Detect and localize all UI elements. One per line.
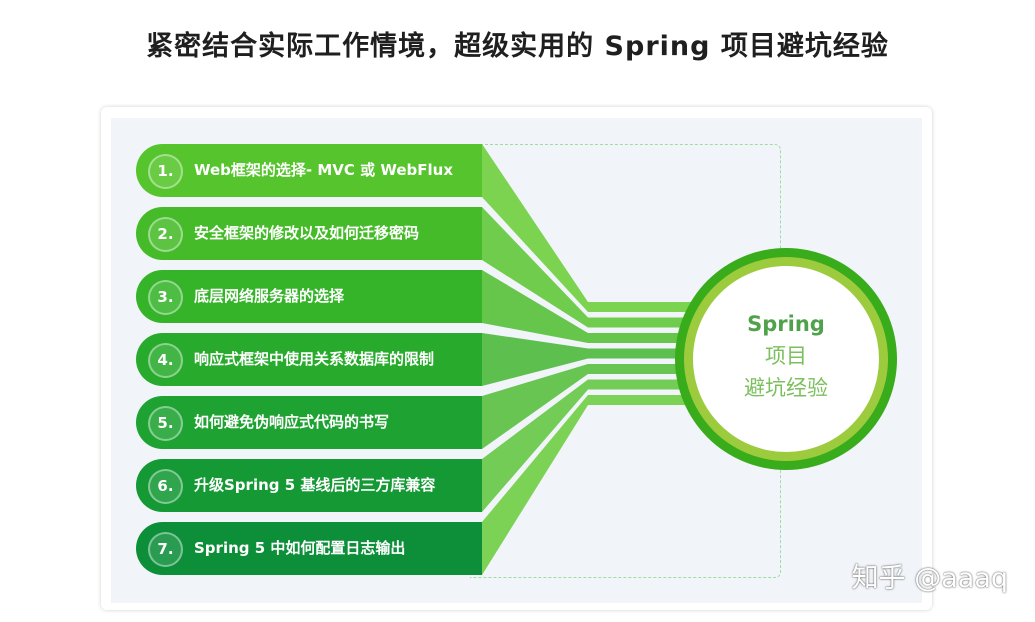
topic-item-4: 4. 响应式框架中使用关系数据库的限制 xyxy=(136,333,482,386)
topic-label: Spring 5 中如何配置日志输出 xyxy=(194,539,406,557)
topic-number: 3. xyxy=(148,280,183,315)
connector-band-6 xyxy=(482,379,700,512)
topic-item-3: 3. 底层网络服务器的选择 xyxy=(136,270,482,323)
connector-band-3 xyxy=(482,270,700,343)
connector-band-5 xyxy=(482,364,700,449)
topic-item-6: 6. 升级Spring 5 基线后的三方库兼容 xyxy=(136,459,482,512)
topic-item-1: 1. Web框架的选择- MVC 或 WebFlux xyxy=(136,144,482,197)
topic-number: 1. xyxy=(148,154,183,189)
topic-number: 4. xyxy=(148,343,183,378)
topic-number: 6. xyxy=(148,469,183,504)
topic-label: 如何避免伪响应式代码的书写 xyxy=(194,413,390,431)
topic-number: 2. xyxy=(148,217,183,252)
topic-label: 安全框架的修改以及如何迁移密码 xyxy=(194,224,420,242)
hub-subtitle: 项目 xyxy=(765,344,807,368)
connector-band-1 xyxy=(482,144,700,312)
connector-band-7 xyxy=(482,395,700,575)
page-title: 紧密结合实际工作情境，超级实用的 Spring 项目避坑经验 xyxy=(146,31,889,62)
connector-band-2 xyxy=(482,207,700,328)
topic-item-2: 2. 安全框架的修改以及如何迁移密码 xyxy=(136,207,482,260)
topic-label: 升级Spring 5 基线后的三方库兼容 xyxy=(194,476,436,494)
hub-title: Spring xyxy=(747,312,825,336)
topic-label: 响应式框架中使用关系数据库的限制 xyxy=(194,350,435,368)
hub-subtitle: 避坑经验 xyxy=(744,376,828,400)
topic-item-5: 5. 如何避免伪响应式代码的书写 xyxy=(136,396,482,449)
hub-center: Spring 项目 避坑经验 xyxy=(693,266,879,452)
topic-number: 7. xyxy=(148,532,183,567)
topic-number: 5. xyxy=(148,406,183,441)
topic-item-7: 7. Spring 5 中如何配置日志输出 xyxy=(136,522,482,575)
topic-label: Web框架的选择- MVC 或 WebFlux xyxy=(194,161,454,179)
topic-label: 底层网络服务器的选择 xyxy=(194,287,345,305)
watermark: 知乎 @aaaq xyxy=(851,563,1008,594)
connector-band-4 xyxy=(482,333,700,386)
